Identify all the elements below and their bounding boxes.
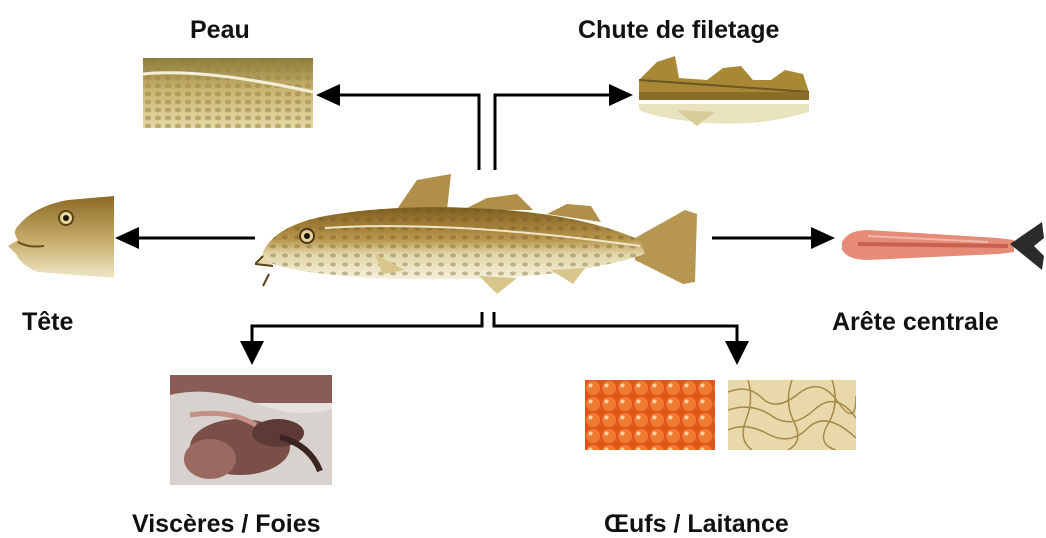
arrow-head-chute — [609, 84, 633, 106]
arrow-head-oeufs — [725, 341, 749, 365]
fish-viscera-icon — [170, 375, 332, 485]
arrow-head-tete — [115, 227, 139, 249]
roe-icon — [585, 380, 715, 450]
fillet-trimmings-icon — [637, 52, 812, 130]
whole-cod-fish-icon — [255, 170, 710, 300]
fish-backbone-icon — [838, 216, 1046, 272]
fish-skin-strip-icon — [143, 58, 313, 128]
arrow-head-visceres — [240, 341, 264, 365]
milt-icon — [728, 380, 856, 450]
arrow-head-peau — [316, 84, 340, 106]
fish-head-icon — [8, 196, 114, 278]
arrow-head-arete — [811, 227, 835, 249]
